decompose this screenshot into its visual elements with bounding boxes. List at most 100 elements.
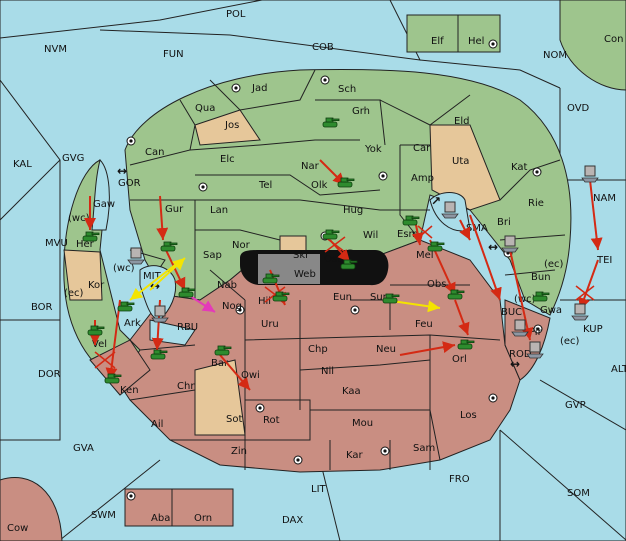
sea-label: RBU [177, 322, 198, 333]
supply-center-icon [378, 171, 388, 181]
green-label: Ark [124, 318, 141, 329]
island-south [124, 488, 234, 527]
sea-label: COB [312, 42, 334, 53]
red-label: Rot [263, 415, 280, 426]
sea-label: FUN [163, 49, 184, 60]
x-mark-icon [324, 236, 346, 253]
red-label: Sun [370, 292, 389, 303]
red-label: Kar [346, 450, 364, 461]
sea-label: GVG [62, 153, 84, 164]
green-label: Tel [258, 180, 272, 191]
coast-label: (wc) [113, 263, 135, 274]
red-label: Orl [452, 354, 467, 365]
red-label: Kaa [342, 386, 361, 397]
coast-label: (wc) [514, 294, 536, 305]
sea-label: Cow [7, 523, 28, 534]
green-label: Grh [352, 106, 370, 117]
sea-label: NOM [543, 50, 567, 61]
x-mark-icon [575, 285, 595, 301]
sea-label: Con [604, 34, 623, 45]
red-label: Nog [222, 301, 242, 312]
sea-label: FRO [449, 474, 470, 485]
green-label: Her [76, 239, 95, 250]
green-label: Mel [416, 250, 434, 261]
sea-label: KUP [583, 324, 603, 335]
green-label: Car [413, 143, 431, 154]
green-label: Sch [338, 84, 356, 95]
red-label: Orn [194, 513, 212, 524]
red-label: Ken [120, 385, 139, 396]
green-label: Nar [301, 161, 320, 172]
green-label: Gaw [93, 199, 115, 210]
green-label: Bri [497, 217, 511, 228]
sea-label: MIT [143, 271, 162, 282]
green-label: Olk [311, 180, 328, 191]
red-label: Chr [177, 381, 195, 392]
red-label: Hil [258, 296, 271, 307]
sea-label: DAX [282, 515, 303, 526]
supply-centers [126, 39, 543, 501]
green-label: Wil [363, 230, 378, 241]
green-label: Gwa [540, 305, 562, 316]
jos-tile [194, 109, 261, 146]
green-label: Elc [220, 154, 235, 165]
sea-label: POL [226, 9, 246, 20]
sea-label: SOM [567, 488, 590, 499]
green-label: Hel [468, 36, 484, 47]
green-label: Nab [217, 280, 237, 291]
coast-labels: (wc) (wc) (ec) (ec) (wc) (ec) [64, 213, 580, 347]
red-label: Qwi [241, 370, 260, 381]
failed-order-marks [94, 225, 595, 369]
mit-sea [139, 265, 177, 321]
island-north [406, 14, 501, 53]
green-label: Nor [232, 240, 251, 251]
red-label: Ost [324, 254, 341, 265]
red-label: Nil [321, 366, 334, 377]
coast-label: (wc) [68, 213, 90, 224]
red-label: Sot [226, 414, 242, 425]
coast-label: (ec) [544, 259, 564, 270]
green-label: Kor [88, 280, 105, 291]
green-label: Hug [343, 205, 363, 216]
red-label: Pir [529, 327, 543, 338]
red-label: Bar [211, 358, 229, 369]
sea-label: BOR [31, 302, 53, 313]
arrow_glyphs-label: ↔ [510, 357, 520, 371]
green-label: Eld [454, 116, 469, 127]
red-label: Aba [151, 513, 170, 524]
green-label: Lan [210, 205, 228, 216]
red-label: Feu [415, 319, 433, 330]
coast-label: (ec) [64, 288, 84, 299]
red-label: Zin [231, 446, 247, 457]
red-label: Mou [352, 418, 373, 429]
green-label: Amp [411, 173, 434, 184]
supply-center-icon [198, 182, 208, 192]
sea-label: LIT [311, 484, 327, 495]
green-label: Can [145, 147, 164, 158]
sea-label: SMA [466, 223, 488, 234]
green-label: Elf [431, 36, 444, 47]
green-label: Gur [165, 204, 184, 215]
supply-center-icon [126, 136, 136, 146]
sea-label: OVD [567, 103, 590, 114]
sea-label: BUC [501, 307, 522, 318]
green-label: Jos [224, 120, 239, 131]
x-mark-icon [417, 225, 433, 239]
supply-center-icon [320, 75, 330, 85]
green-label: Bun [531, 272, 551, 283]
supply-center-icon [380, 446, 390, 456]
coast-label: (ec) [560, 336, 580, 347]
x-mark-icon [94, 351, 116, 369]
red-label: Eun [333, 292, 352, 303]
green-label: Skr [293, 250, 310, 261]
arrow_glyphs-label: ↗ [431, 194, 441, 208]
green-label: Kat [511, 162, 528, 173]
supply-center-icon [488, 393, 498, 403]
sea-label: NVM [44, 44, 67, 55]
arrow_glyphs-label: ↔ [488, 240, 498, 254]
green-label: Rie [528, 198, 544, 209]
green-label: Esm [397, 229, 418, 240]
